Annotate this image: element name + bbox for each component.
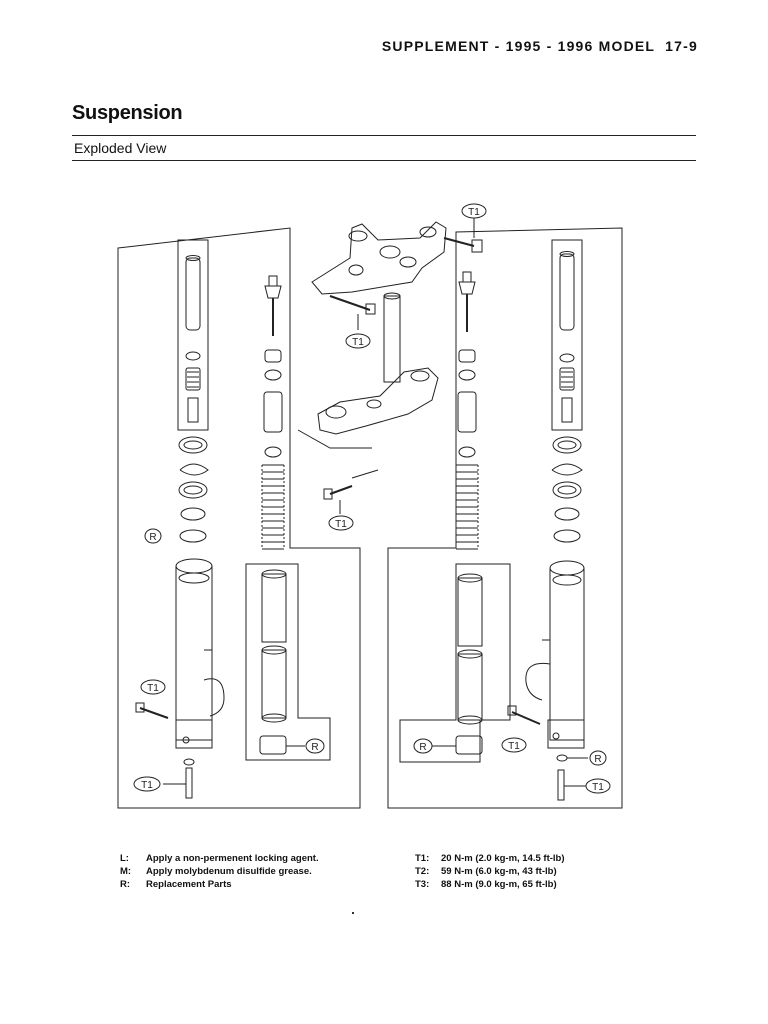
section-title: Suspension	[72, 102, 183, 124]
left-inner-frame	[177, 239, 209, 431]
svg-text:T1: T1	[592, 782, 604, 793]
legend-row: R:Replacement Parts	[120, 879, 232, 890]
svg-text:R: R	[419, 742, 426, 753]
callout-r-left-seal: R	[144, 528, 162, 544]
subsection-title: Exploded View	[74, 140, 167, 156]
legend-left: L:Apply a non-permenent locking agent. M…	[120, 852, 319, 891]
lower-triple-clamp	[317, 367, 439, 435]
title-rule	[72, 135, 696, 136]
right-inner-frame	[551, 239, 583, 431]
stray-mark	[352, 912, 354, 914]
svg-text:R: R	[149, 532, 156, 543]
svg-text:T1: T1	[335, 519, 347, 530]
right-lower-frame	[399, 563, 511, 763]
page-header: SUPPLEMENT - 1995 - 1996 MODEL 17-9	[382, 38, 698, 54]
steering-stem	[383, 295, 401, 383]
legend-row: T1:20 N-m (2.0 kg-m, 14.5 ft-lb)	[415, 853, 565, 864]
svg-text:T1: T1	[352, 337, 364, 348]
callout-r-right-washer: R	[589, 750, 607, 766]
svg-text:T1: T1	[468, 207, 480, 218]
subtitle-rule	[72, 160, 696, 161]
svg-text:T1: T1	[141, 780, 153, 791]
left-lower-frame	[245, 563, 331, 761]
left-damper-rod	[185, 257, 201, 331]
callout-r-right-bushing: R	[413, 738, 433, 754]
callout-t1-lower-clamp: T1	[328, 515, 354, 531]
right-fork-frame	[387, 227, 623, 809]
callout-t1-right-bottom: T1	[585, 778, 611, 794]
legend-row: T3:88 N-m (9.0 kg-m, 65 ft-lb)	[415, 879, 557, 890]
callout-t1-right-axle: T1	[501, 737, 527, 753]
svg-text:R: R	[594, 754, 601, 765]
upper-triple-clamp	[311, 221, 447, 295]
svg-text:T1: T1	[147, 683, 159, 694]
legend-row: T2:59 N-m (6.0 kg-m, 43 ft-lb)	[415, 866, 557, 877]
legend-row: M:Apply molybdenum disulfide grease.	[120, 866, 312, 877]
svg-text:T1: T1	[508, 741, 520, 752]
callout-t1-left-axle: T1	[140, 679, 166, 695]
running-title: SUPPLEMENT - 1995 - 1996 MODEL	[381, 38, 656, 54]
legend-right: T1:20 N-m (2.0 kg-m, 14.5 ft-lb) T2:59 N…	[415, 852, 565, 891]
legend-row: L:Apply a non-permenent locking agent.	[120, 853, 319, 864]
svg-text:R: R	[311, 742, 318, 753]
left-fork-frame	[117, 227, 361, 809]
callout-t1-upper-clamp: T1	[345, 333, 371, 349]
callout-t1-top: T1	[461, 203, 487, 219]
page-number: 17-9	[665, 38, 698, 54]
callout-t1-left-bottom: T1	[133, 776, 161, 792]
callout-r-left-bushing: R	[305, 738, 325, 754]
